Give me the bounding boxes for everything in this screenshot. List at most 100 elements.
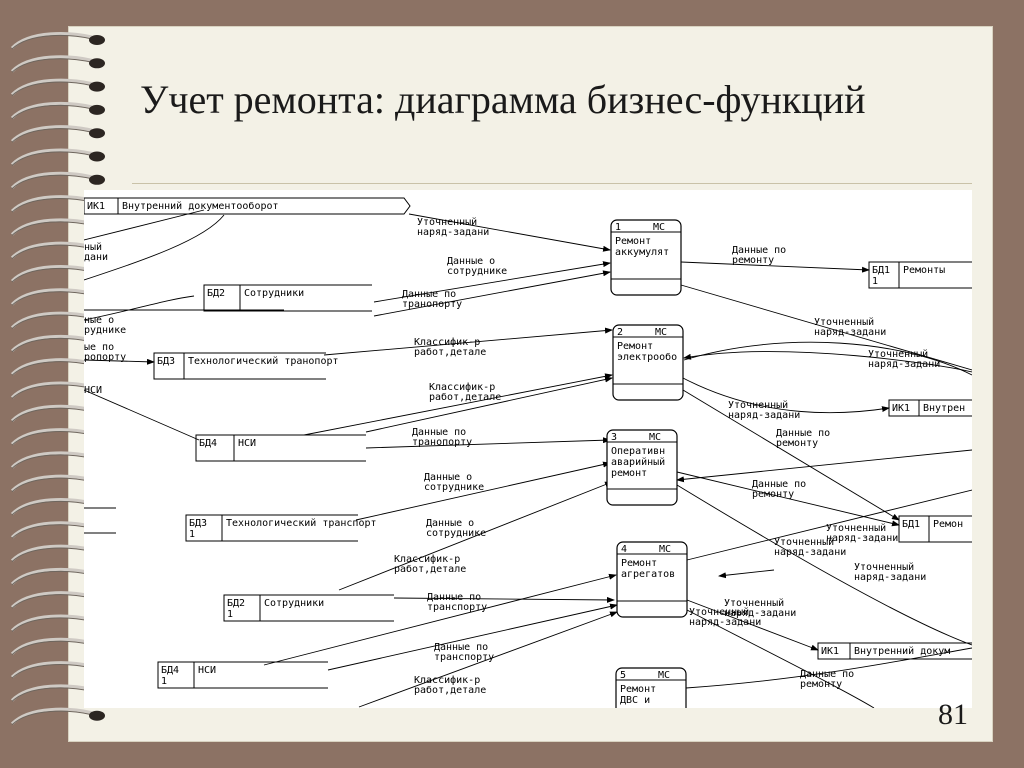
- data-store-code: БД2: [207, 288, 225, 299]
- data-store-code: БД4: [161, 665, 179, 676]
- flow-label-line: Уточненный: [724, 597, 784, 609]
- data-store: БД2 Сотрудники: [203, 284, 372, 312]
- spiral-ring: [10, 148, 105, 166]
- data-store-name: Внутренний докум: [854, 645, 950, 657]
- flow-line: [682, 389, 900, 521]
- flow-label-line: Классифик-р: [414, 336, 480, 348]
- flow-line: [355, 461, 611, 521]
- process-tag: МС: [649, 432, 661, 443]
- spiral-ring: [10, 55, 105, 73]
- flow-label-line: Данные по: [732, 245, 786, 256]
- data-store-number: 1: [872, 276, 878, 287]
- flow-label-line: наряд-задани: [689, 617, 761, 628]
- spiral-ring: [10, 125, 105, 143]
- flow-line: [686, 489, 972, 561]
- cut-flow-label-line: дани: [84, 252, 108, 263]
- data-store-code: БД4: [199, 438, 217, 449]
- process-name-line: ремонт: [611, 468, 647, 479]
- flow-line: [676, 484, 972, 646]
- flow-label-line: Уточненный: [854, 561, 914, 573]
- flow-label-line: Классифик-р: [414, 674, 480, 686]
- process-tag: МС: [655, 327, 667, 338]
- process-name-line: аварийный: [611, 456, 665, 468]
- title-divider: [132, 183, 972, 184]
- flow-line: [680, 284, 972, 371]
- slide-title: Учет ремонта: диаграмма бизнес-функций: [140, 77, 866, 122]
- flow-line: [718, 569, 775, 579]
- flow-label-line: транспорту: [434, 652, 494, 663]
- flow-label-line: наряд-задани: [854, 572, 926, 583]
- flow-line: [84, 358, 155, 365]
- store-end-cap: [382, 197, 411, 215]
- process-name-line: Ремонт: [620, 684, 656, 695]
- flow-line: [84, 209, 205, 241]
- spiral-ring: [10, 32, 105, 50]
- flow-line: [373, 270, 611, 317]
- process-id: 3: [611, 432, 617, 443]
- data-store-name: Ремон: [933, 519, 963, 530]
- flow-label-line: сотруднике: [447, 266, 507, 277]
- flow-label-line: Данные о: [424, 472, 472, 483]
- data-store-code: ИК1: [821, 646, 839, 657]
- flow-label-line: транспорту: [427, 602, 487, 613]
- flow-line: [683, 341, 972, 376]
- flow-line: [365, 437, 611, 449]
- flow-label-line: Данные по: [427, 592, 481, 603]
- flow-label-line: наряд-задани: [417, 227, 489, 238]
- spiral-ring: [10, 707, 105, 726]
- flow-label-line: работ,детале: [414, 684, 486, 696]
- process-name-line: аккумулят: [615, 247, 669, 258]
- flow-label-line: сотруднике: [426, 528, 486, 539]
- page-number: 81: [938, 698, 968, 731]
- flow-label-line: работ,детале: [429, 391, 501, 403]
- cut-flow-label-line: ропорту: [84, 352, 126, 363]
- data-store-code: БД3: [157, 356, 175, 367]
- flow-line: [373, 261, 611, 303]
- flow-line: [327, 603, 618, 671]
- cut-flow-label-line: НСИ: [84, 385, 102, 396]
- flow-label-line: транопорту: [412, 437, 472, 448]
- flow-line: [685, 647, 972, 689]
- flow-label-line: Данные по: [752, 479, 806, 490]
- flow-label-line: Уточненный: [868, 348, 928, 360]
- flow-line: [338, 481, 613, 591]
- flow-label-line: Данные о: [447, 256, 495, 267]
- cut-flow-label-line: ные о: [84, 315, 114, 326]
- data-store-number: 1: [161, 676, 167, 687]
- flow-label-line: Уточненный: [689, 606, 749, 618]
- data-store-name: Сотрудники: [244, 288, 304, 299]
- flow-line: [682, 377, 890, 414]
- spiral-ring: [10, 78, 105, 96]
- flow-line: [686, 609, 875, 708]
- flow-label-line: ремонту: [732, 255, 774, 266]
- cut-flow-label-line: ный: [84, 241, 102, 253]
- process-id: 2: [617, 327, 623, 338]
- flow-label-line: наряд-задани: [826, 533, 898, 544]
